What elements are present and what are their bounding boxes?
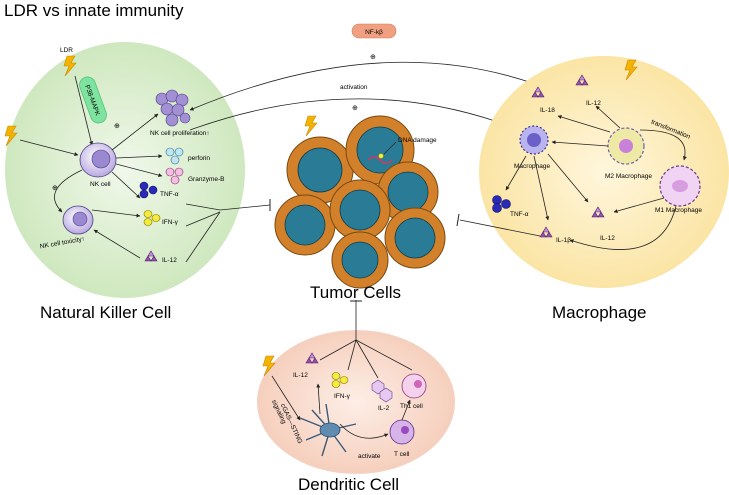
tumor-cell: [329, 179, 391, 241]
macrophage-label: Macrophage: [514, 163, 551, 170]
tumor-cluster: DNA damage: [274, 115, 446, 289]
dc-il2-icon: [371, 379, 393, 403]
tumor-cell: [377, 161, 439, 223]
nfkb-pill: [351, 23, 397, 39]
dc-il2-label: IL-2: [378, 405, 390, 412]
th1-label: Th1 cell: [400, 403, 423, 410]
tumor-cell: [286, 136, 354, 204]
tumor-cell: [384, 207, 446, 269]
dc-il12-label: IL-12: [293, 372, 308, 379]
tnf-alpha-icon: [139, 181, 158, 199]
th1-cell-icon: [401, 373, 427, 399]
dc-ifn-icon: [331, 372, 349, 388]
page-title: LDR vs innate immunity: [4, 1, 184, 20]
tcell-label: T cell: [394, 451, 410, 458]
tumor-cell: [274, 194, 336, 256]
ifn-gamma-icon: [143, 210, 161, 226]
p38-mapk-pill: P38-MAPK: [79, 76, 107, 124]
activation-label: activation: [340, 84, 368, 91]
macrophage-panel: IL-18 IL-12 Macrophage M2 Macrophage tra…: [456, 56, 729, 288]
nk-cell-label: NK cell: [90, 181, 111, 188]
macrophage-background: [479, 56, 729, 288]
nk-cell-icon: [79, 142, 117, 178]
nk-tnf-label: TNF-α: [160, 191, 179, 198]
nk-proliferation-label: NK cell proliferation↑: [150, 130, 210, 137]
nk-ifn-label: IFN-γ: [162, 219, 179, 226]
activate-label: activate: [358, 453, 381, 460]
dendritic-background: [257, 330, 455, 474]
dc-ifn-label: IFN-γ: [334, 393, 351, 400]
il12-top-label: IL-12: [586, 100, 601, 107]
nk-toxicity-cell-icon: [62, 205, 94, 235]
nk-il12-label: IL-12: [162, 257, 177, 264]
tumor-cell: [331, 231, 389, 289]
m2-macrophage-icon: [607, 127, 645, 165]
top-connections: NF-kβ ⊕ activation ⊕: [189, 23, 536, 131]
dna-damage-marker: [378, 153, 384, 159]
macro-tnf-icon: [492, 195, 511, 213]
nk-toxicity-plus: ⊕: [52, 185, 58, 192]
lightning-icon: [304, 115, 318, 137]
dna-icon: [367, 156, 393, 164]
perforin-label: perforin: [188, 155, 210, 162]
t-cell-icon: [389, 419, 415, 445]
dendritic-panel: IL-12 IFN-γ IL-2 Th1 cell T cell: [257, 300, 455, 474]
macro-il12-label: IL-12: [600, 235, 615, 242]
nk-plus-sign: ⊕: [114, 123, 120, 130]
dna-damage-label: DNA damage: [398, 137, 437, 144]
il18-label: IL-18: [540, 107, 555, 114]
top-plus-sign: ⊕: [370, 54, 376, 61]
nk-ldr-label: LDR: [60, 47, 73, 54]
granzyme-label: Granzyme-B: [188, 176, 224, 183]
m1-macrophage-icon: [659, 165, 701, 207]
macrophage-cell-icon: [519, 125, 549, 155]
m2-label: M2 Macrophage: [605, 173, 652, 180]
perforin-icon: [165, 147, 184, 165]
il1b-label: IL-1β: [556, 237, 571, 244]
nfkb-label: NF-kβ: [365, 29, 383, 36]
m1-label: M1 Macrophage: [655, 207, 702, 214]
macrophage-section-label: Macrophage: [552, 303, 647, 322]
nk-proliferation-cluster: [155, 89, 191, 127]
activation-plus-sign: ⊕: [352, 105, 358, 112]
tumor-section-label: Tumor Cells: [310, 283, 401, 302]
nk-section-label: Natural Killer Cell: [40, 303, 171, 322]
dendritic-section-label: Dendritic Cell: [298, 475, 399, 494]
nk-panel: LDR P38-MAPK NK cell NK cell proliferati…: [4, 42, 271, 298]
granzyme-icon: [165, 167, 184, 185]
nk-background: [5, 42, 245, 298]
macro-tnf-label: TNF-α: [510, 211, 529, 218]
